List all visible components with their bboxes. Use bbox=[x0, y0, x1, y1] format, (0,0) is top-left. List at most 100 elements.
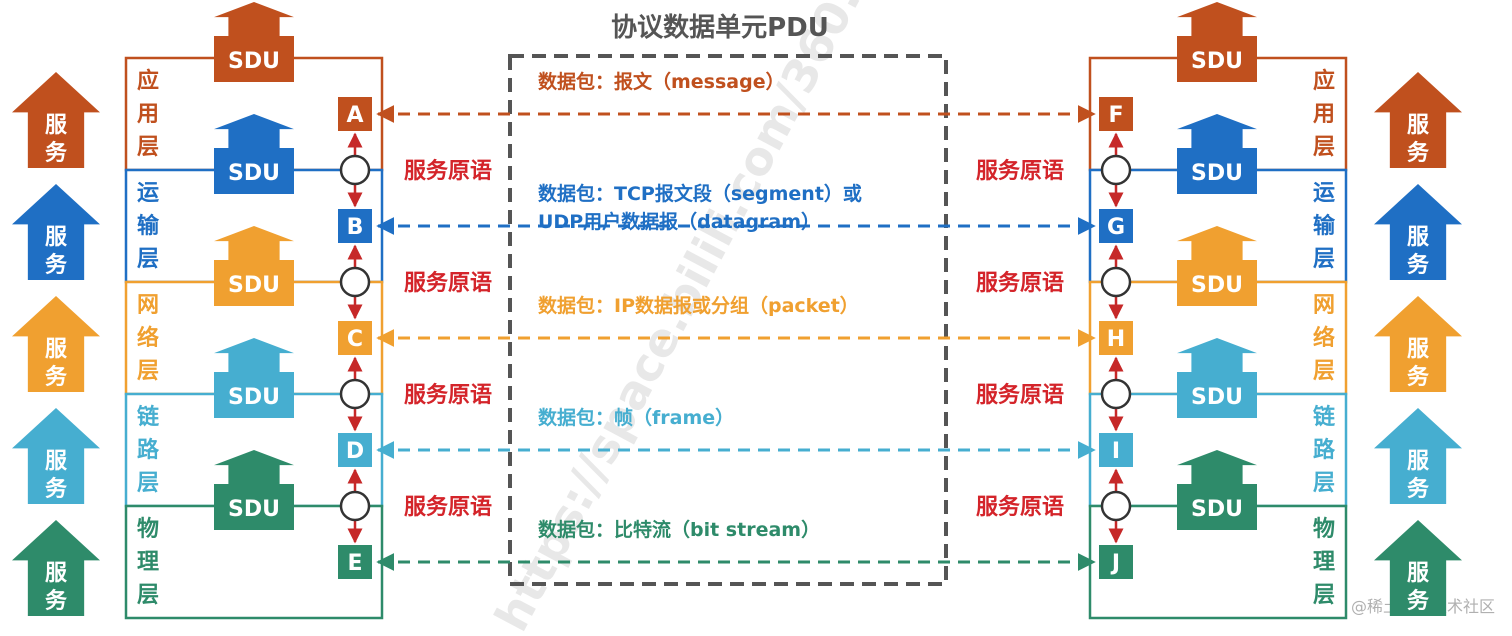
layer-name-right: 链 bbox=[1313, 404, 1335, 430]
sdu-body bbox=[214, 148, 294, 194]
pdu-box bbox=[508, 54, 948, 586]
primitive-connectors: 服务原语服务原语服务原语服务原语服务原语服务原语服务原语服务原语 bbox=[339, 132, 1132, 544]
layer-name-right: 层 bbox=[1313, 359, 1335, 384]
access-point-left-label: D bbox=[346, 439, 364, 464]
layer-name-right: 用 bbox=[1313, 102, 1335, 127]
layer-name-left: 物 bbox=[137, 516, 159, 542]
sdu-body bbox=[1177, 484, 1257, 530]
sdu-label: SDU bbox=[1191, 497, 1243, 522]
layer-name-left: 网 bbox=[137, 293, 159, 318]
sdu-label: SDU bbox=[1191, 385, 1243, 410]
access-point-right-label: F bbox=[1108, 103, 1123, 128]
service-label: 服 bbox=[45, 225, 68, 250]
service-label: 服 bbox=[45, 337, 68, 362]
pdu-label: 数据包：报文（message） bbox=[538, 70, 785, 93]
access-point-left-label: E bbox=[347, 551, 362, 576]
pdu-label: 数据包：比特流（bit stream） bbox=[538, 518, 820, 541]
service-label: 服 bbox=[1407, 225, 1430, 250]
sdu-arrow-left bbox=[214, 114, 294, 150]
service-arrow-left bbox=[12, 184, 100, 280]
sdu-label: SDU bbox=[228, 497, 280, 522]
layer-name-right: 输 bbox=[1313, 213, 1336, 239]
service-label: 务 bbox=[45, 589, 68, 614]
access-point-right-label: H bbox=[1107, 327, 1125, 352]
layer-name-right: 层 bbox=[1313, 583, 1335, 608]
sdu-label: SDU bbox=[1191, 49, 1243, 74]
layer-name-right: 层 bbox=[1313, 247, 1335, 272]
primitive-circle bbox=[339, 266, 371, 298]
layer-name-right: 层 bbox=[1313, 471, 1335, 496]
sdu-arrow-right bbox=[1177, 338, 1257, 374]
access-point-left bbox=[338, 321, 372, 355]
layer-name-left: 运 bbox=[137, 181, 159, 206]
sdu-label: SDU bbox=[228, 273, 280, 298]
service-label: 服 bbox=[1407, 561, 1430, 586]
service-label: 服 bbox=[1407, 113, 1430, 138]
access-point-left-label: A bbox=[346, 103, 363, 128]
service-label: 服 bbox=[45, 449, 68, 474]
service-arrow-right bbox=[1374, 184, 1462, 280]
pdu-label: 数据包：帧（frame） bbox=[538, 406, 734, 429]
layer-name-left: 理 bbox=[137, 550, 159, 575]
primitive-circle bbox=[1100, 154, 1132, 186]
sdu-body bbox=[1177, 260, 1257, 306]
service-arrow-right bbox=[1374, 520, 1462, 616]
primitive-circle bbox=[339, 154, 371, 186]
service-label: 务 bbox=[45, 141, 68, 166]
access-point-right bbox=[1099, 209, 1133, 243]
layer-name-left: 层 bbox=[137, 247, 159, 272]
layer-name-right: 物 bbox=[1313, 516, 1335, 542]
layer-name-right: 层 bbox=[1313, 135, 1335, 160]
layer-name-left: 络 bbox=[137, 325, 159, 351]
service-label: 务 bbox=[1407, 365, 1430, 390]
layer-name-left: 层 bbox=[137, 471, 159, 496]
primitive-circle bbox=[1100, 490, 1132, 522]
layer-name-left: 层 bbox=[137, 359, 159, 384]
access-point-left bbox=[338, 97, 372, 131]
service-label: 务 bbox=[45, 365, 68, 390]
service-label: 务 bbox=[1407, 589, 1430, 614]
service-arrow-right bbox=[1374, 72, 1462, 168]
layer-name-right: 应 bbox=[1313, 68, 1335, 94]
primitive-circle bbox=[339, 378, 371, 410]
primitive-label: 服务原语 bbox=[404, 159, 492, 184]
service-label: 服 bbox=[1407, 337, 1430, 362]
sdu-arrow-left bbox=[214, 226, 294, 262]
sdu-body bbox=[214, 36, 294, 82]
layer-name-left: 层 bbox=[137, 583, 159, 608]
sdu-label: SDU bbox=[228, 161, 280, 186]
sdu-label: SDU bbox=[1191, 273, 1243, 298]
service-label: 务 bbox=[1407, 477, 1430, 502]
sdu-arrow-left bbox=[214, 2, 294, 38]
layer-name-right: 网 bbox=[1313, 293, 1335, 318]
sdu-arrow-right bbox=[1177, 450, 1257, 486]
layer-name-right: 络 bbox=[1313, 325, 1335, 351]
primitive-circle bbox=[1100, 266, 1132, 298]
service-arrow-left bbox=[12, 408, 100, 504]
primitive-label: 服务原语 bbox=[976, 495, 1064, 520]
service-arrow-right bbox=[1374, 296, 1462, 392]
pdu-label: UDP用户数据报（datagram） bbox=[538, 210, 820, 233]
access-point-right bbox=[1099, 97, 1133, 131]
sdu-arrow-right bbox=[1177, 226, 1257, 262]
service-label: 服 bbox=[45, 561, 68, 586]
layer-name-right: 路 bbox=[1313, 437, 1336, 463]
access-point-left bbox=[338, 545, 372, 579]
primitive-label: 服务原语 bbox=[404, 383, 492, 408]
service-arrow-right bbox=[1374, 408, 1462, 504]
primitive-label: 服务原语 bbox=[976, 271, 1064, 296]
access-point-right-label: G bbox=[1107, 215, 1125, 240]
sdu-body bbox=[1177, 36, 1257, 82]
service-arrow-left bbox=[12, 72, 100, 168]
layer-name-left: 应 bbox=[137, 68, 159, 94]
sdu-arrow-left bbox=[214, 338, 294, 374]
access-point-left-label: C bbox=[347, 327, 363, 352]
sdu-body bbox=[1177, 372, 1257, 418]
access-point-right bbox=[1099, 433, 1133, 467]
access-point-left bbox=[338, 209, 372, 243]
access-point-left-label: B bbox=[347, 215, 364, 240]
layer-name-left: 用 bbox=[137, 102, 159, 127]
